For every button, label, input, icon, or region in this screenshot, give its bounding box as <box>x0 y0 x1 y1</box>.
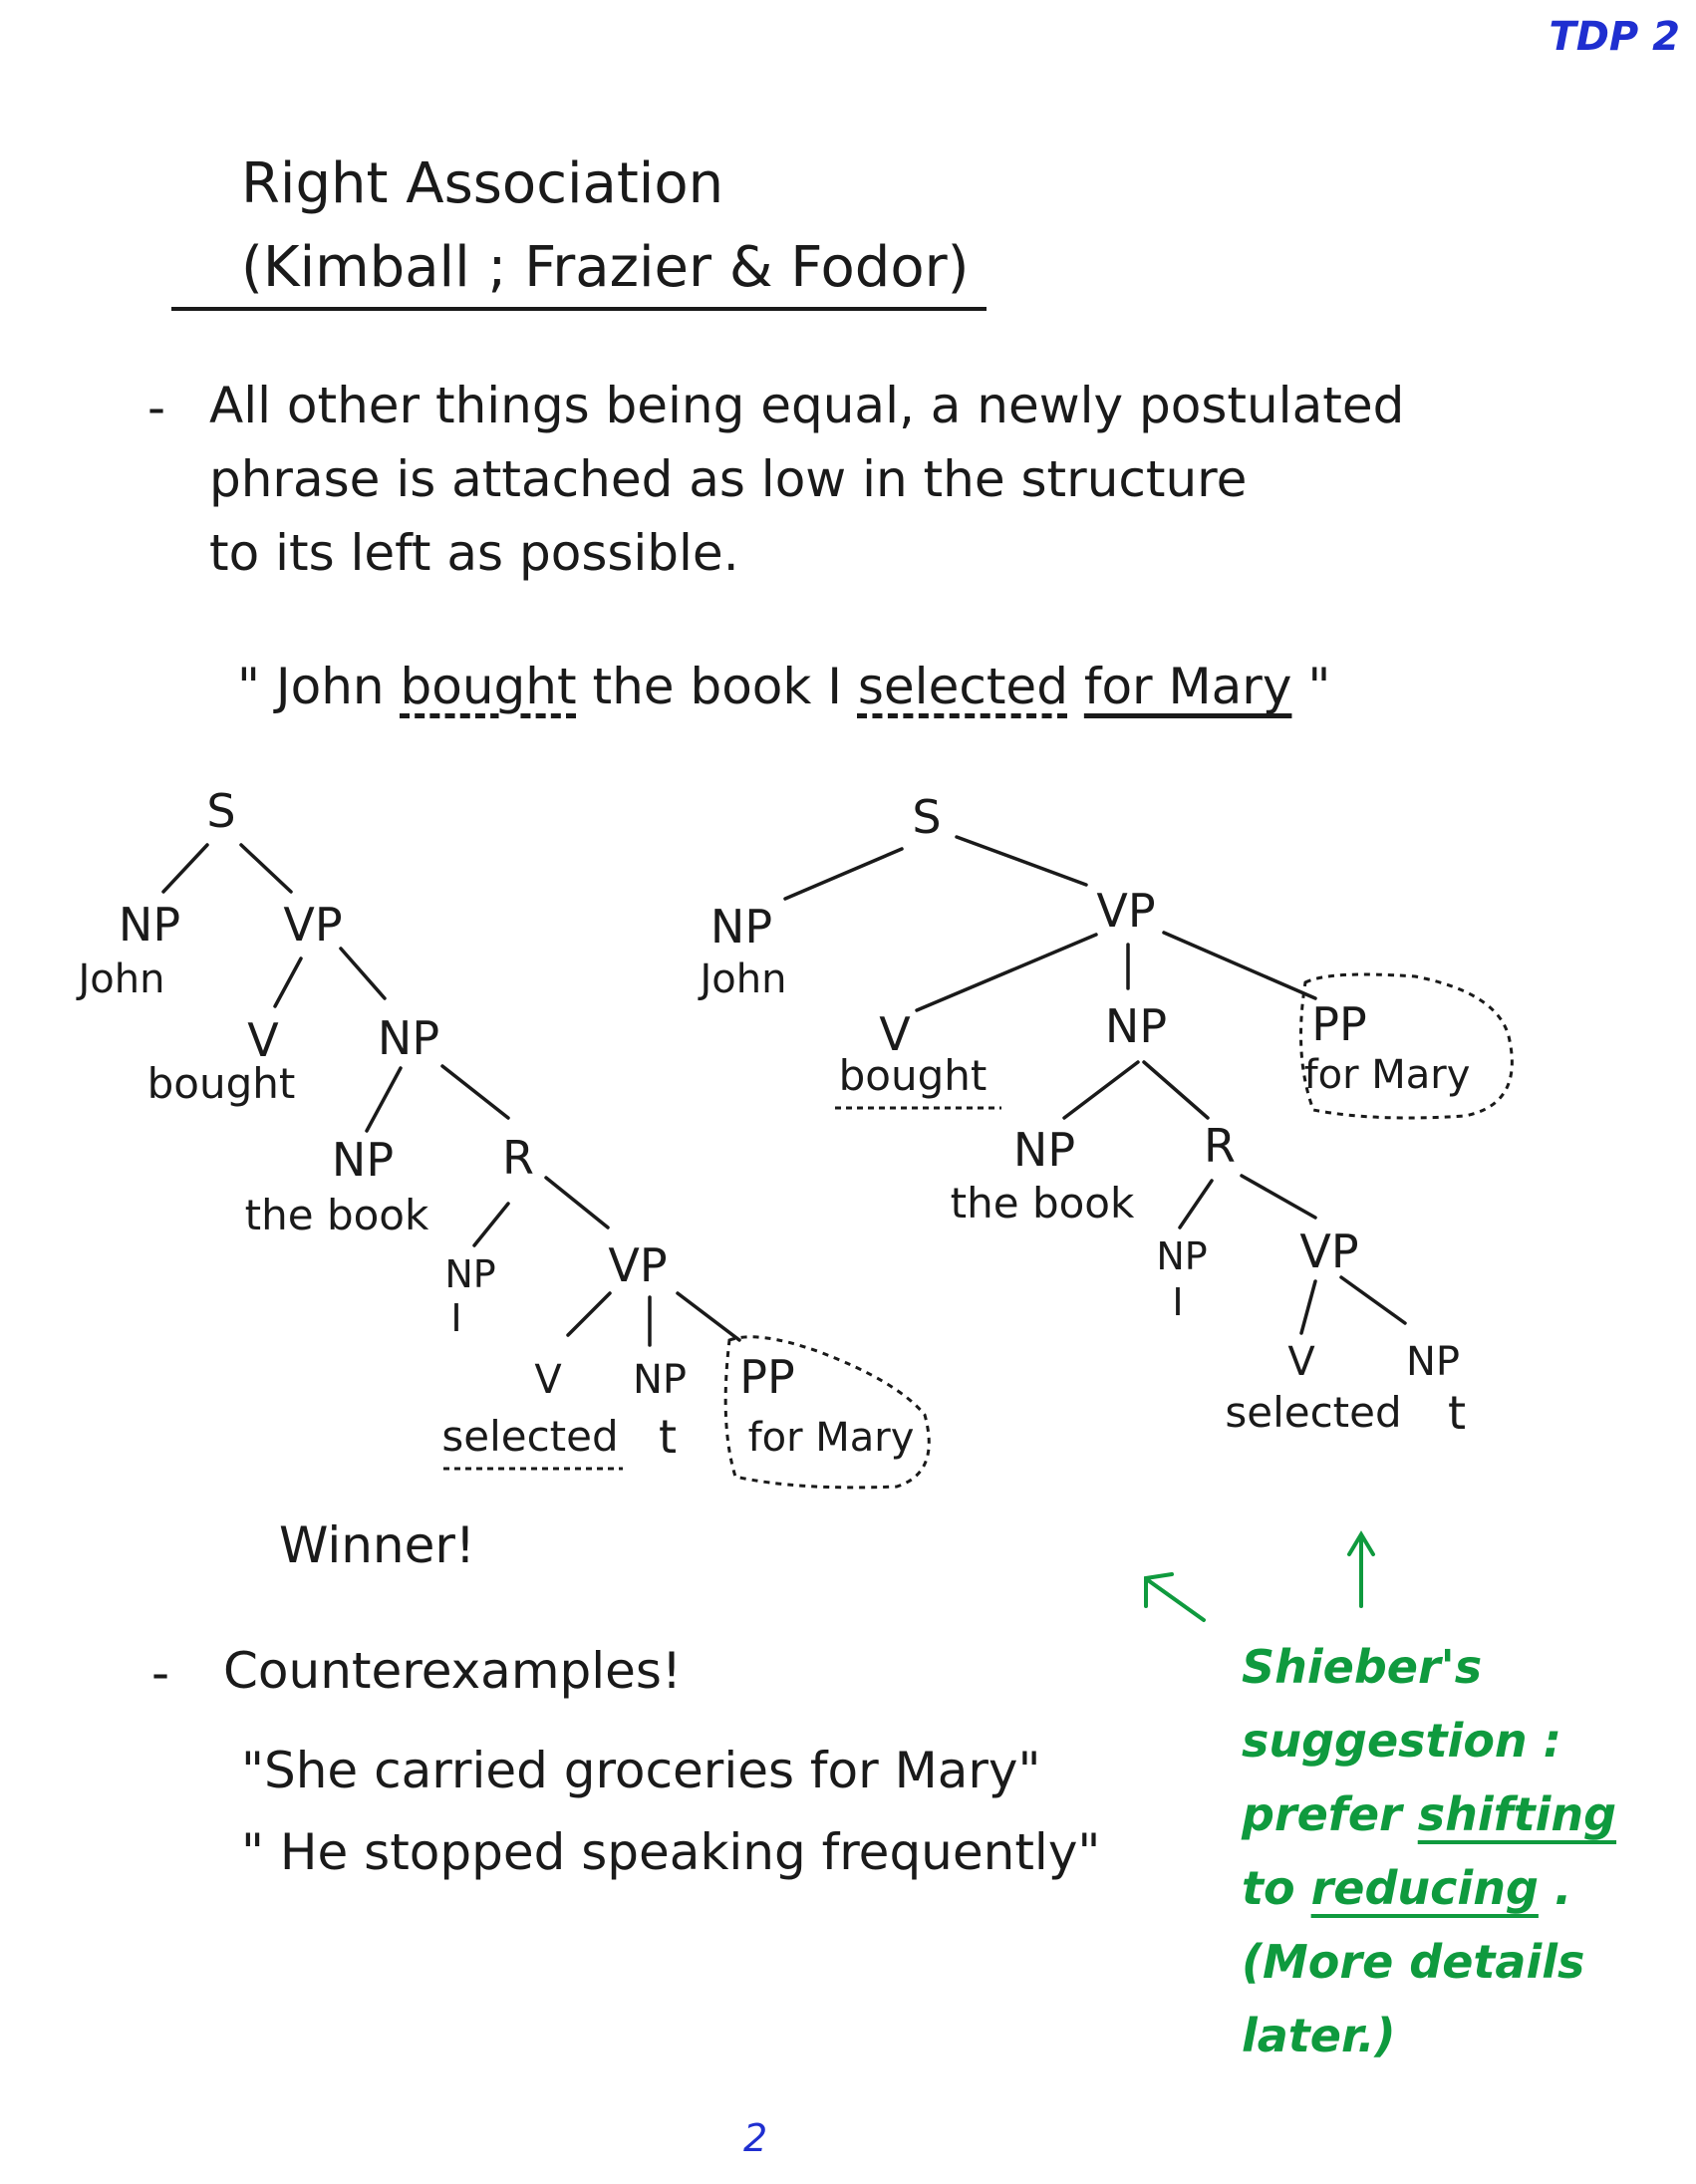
left-word-i: I <box>450 1296 461 1340</box>
left-word-selected: selected <box>441 1412 618 1461</box>
left-node-v-inner: V <box>534 1357 562 1403</box>
left-node-np-trace: NP <box>633 1357 687 1403</box>
left-node-np-object: NP <box>378 1011 439 1065</box>
note-line-3: prefer shifting <box>1242 1787 1617 1841</box>
right-word-john: John <box>698 956 787 1002</box>
example-sentence: " John bought the book I selected for Ma… <box>237 658 1330 715</box>
page-number: 2 <box>743 2116 768 2160</box>
right-node-s: S <box>912 790 941 844</box>
note-line-5: (More details <box>1242 1935 1585 1989</box>
right-word-t: t <box>1448 1386 1466 1440</box>
word-bought: bought <box>400 658 577 715</box>
right-node-v-inner: V <box>1287 1339 1315 1385</box>
counterexamples-heading: Counterexamples! <box>223 1642 683 1700</box>
left-node-np-i: NP <box>444 1252 495 1296</box>
definition-line-1: All other things being equal, a newly po… <box>209 377 1405 434</box>
right-node-np-i: NP <box>1156 1234 1207 1278</box>
right-node-np-object: NP <box>1105 999 1167 1053</box>
right-word-i: I <box>1172 1280 1183 1324</box>
right-word-the-book: the book <box>951 1179 1135 1228</box>
right-node-np-subject: NP <box>710 900 772 954</box>
shieber-note: Shieber's suggestion : prefer shifting t… <box>1242 1630 1616 2072</box>
right-node-np-head: NP <box>1013 1123 1075 1177</box>
bullet-dash-2: - <box>151 1644 170 1702</box>
left-node-vp-inner: VP <box>608 1238 667 1292</box>
bullet-dash-1: - <box>147 379 166 436</box>
left-word-for-mary: for Mary <box>748 1415 915 1461</box>
left-word-the-book: the book <box>245 1191 429 1239</box>
word-selected: selected <box>857 658 1068 715</box>
note-line-1: Shieber's <box>1242 1640 1483 1694</box>
title-underline <box>171 307 987 311</box>
right-node-pp: PP <box>1311 997 1366 1051</box>
left-node-np-head: NP <box>332 1133 394 1187</box>
left-word-t: t <box>659 1410 677 1464</box>
left-node-s: S <box>206 784 235 838</box>
right-node-vp: VP <box>1096 884 1155 938</box>
close-quote: " <box>1307 658 1331 715</box>
left-word-bought: bought <box>147 1059 296 1108</box>
winner-label: Winner! <box>279 1516 475 1574</box>
page-subtitle: (Kimball ; Frazier & Fodor) <box>241 235 970 300</box>
left-node-np-subject: NP <box>119 898 180 952</box>
left-word-john: John <box>76 956 165 1002</box>
right-word-for-mary: for Mary <box>1304 1052 1471 1098</box>
counterexample-1: "She carried groceries for Mary" <box>241 1742 1041 1799</box>
page-title: Right Association <box>241 151 724 216</box>
note-line-6: later.) <box>1242 2009 1396 2062</box>
left-node-r: R <box>502 1131 534 1185</box>
note-line-4: to reducing . <box>1242 1861 1572 1915</box>
note-line-2: suggestion : <box>1242 1714 1562 1768</box>
words-for-mary: for Mary <box>1083 658 1292 715</box>
note-reducing: reducing <box>1310 1861 1539 1915</box>
counterexample-2: " He stopped speaking frequently" <box>241 1823 1101 1881</box>
corner-label: TDP 2 <box>1549 14 1680 60</box>
right-node-vp-inner: VP <box>1299 1225 1358 1278</box>
right-node-np-trace: NP <box>1406 1339 1460 1385</box>
left-node-vp: VP <box>283 898 342 952</box>
right-word-bought: bought <box>839 1051 988 1100</box>
left-node-pp: PP <box>739 1350 794 1404</box>
note-shifting: shifting <box>1417 1787 1617 1841</box>
word-john: John <box>275 658 385 715</box>
right-word-selected: selected <box>1225 1388 1401 1437</box>
green-arrows <box>1144 1530 1375 1622</box>
definition-line-2: phrase is attached as low in the structu… <box>209 450 1248 508</box>
definition-line-3: to its left as possible. <box>209 524 739 582</box>
open-quote: " <box>237 658 260 715</box>
left-node-v: V <box>247 1013 279 1067</box>
right-node-r: R <box>1204 1119 1236 1173</box>
words-the-book-i: the book I <box>592 658 842 715</box>
right-node-v: V <box>879 1007 911 1061</box>
